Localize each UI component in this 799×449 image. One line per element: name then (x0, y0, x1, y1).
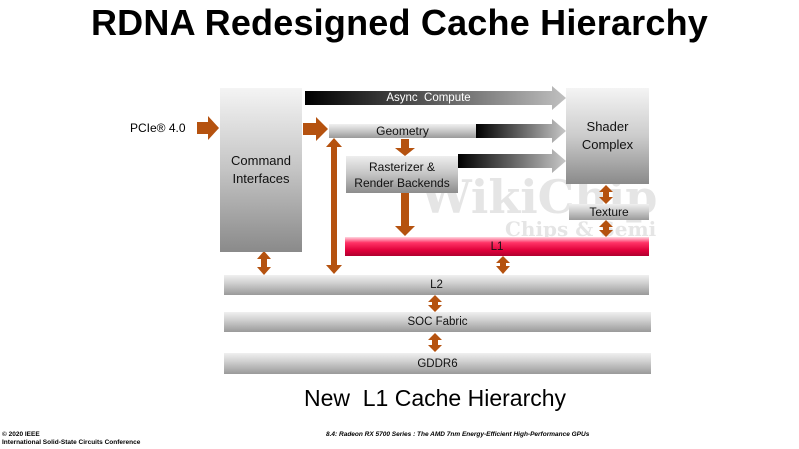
shader-complex-block: Shader Complex (566, 88, 649, 184)
rasterizer-label: Rasterizer & Render Backends (354, 159, 450, 190)
soc-fabric-label: SOC Fabric (407, 316, 468, 328)
rasterizer-to-l1-arrow (395, 193, 415, 236)
command-interfaces-label: Command Interfaces (231, 153, 291, 186)
geometry-to-rasterizer-arrow (395, 139, 415, 156)
soc-gddr6-arrow (428, 333, 442, 352)
pcie-arrow (197, 116, 219, 140)
async-compute-arrow (305, 86, 566, 110)
l1-cache-bar: L1 (345, 237, 649, 256)
l2-label: L2 (430, 279, 443, 291)
texture-block: Texture (569, 204, 649, 220)
rasterizer-to-shader-arrow (458, 149, 566, 173)
command-l2-arrow (257, 251, 271, 275)
geometry-label: Geometry (376, 124, 429, 138)
shader-complex-label: Shader Complex (581, 119, 634, 152)
soc-fabric-bar: SOC Fabric (224, 312, 651, 332)
pcie-label: PCIe® 4.0 (130, 121, 186, 135)
l1-l2-arrow (496, 256, 510, 274)
shader-texture-arrow (599, 185, 613, 204)
l2-cache-bar: L2 (224, 275, 649, 295)
footer-left: © 2020 IEEE International Solid-State Ci… (2, 431, 140, 447)
texture-label: Texture (589, 205, 629, 219)
geometry-l2-arrow (326, 138, 342, 274)
rasterizer-block: Rasterizer & Render Backends (346, 156, 458, 193)
geometry-to-shader-arrow (476, 119, 566, 143)
geometry-block: Geometry (329, 124, 476, 138)
diagram-caption: New L1 Cache Hierarchy (303, 385, 567, 411)
texture-l1-arrow (599, 220, 613, 237)
page-title: RDNA Redesigned Cache Hierarchy (90, 2, 709, 43)
async-compute-label: Async Compute (386, 92, 471, 104)
command-to-geometry-arrow (303, 117, 328, 141)
footer-conference: International Solid-State Circuits Confe… (2, 439, 141, 446)
gddr6-label: GDDR6 (417, 357, 458, 370)
command-interfaces-block: Command Interfaces (220, 88, 302, 252)
l2-soc-arrow (428, 295, 442, 312)
footer-copyright: © 2020 IEEE (2, 431, 40, 438)
l1-label: L1 (490, 240, 504, 253)
gddr6-bar: GDDR6 (224, 353, 651, 374)
footer-paper-title: 8.4: Radeon RX 5700 Series : The AMD 7nm… (326, 431, 590, 438)
